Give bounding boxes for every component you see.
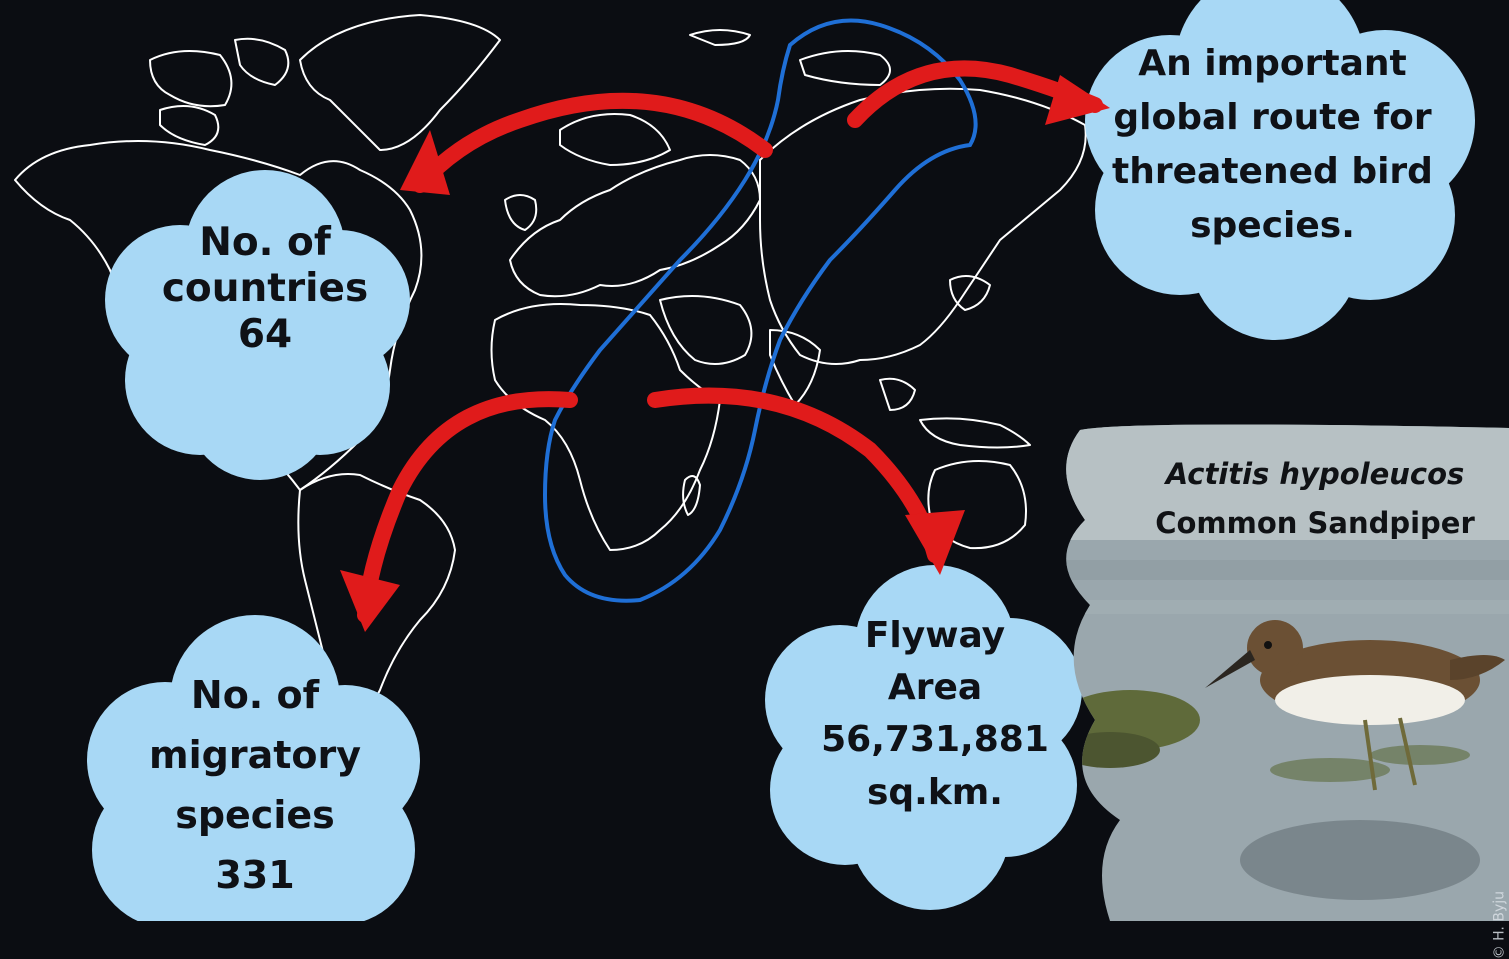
scientific-name: Actitis hypoleucos xyxy=(1165,457,1465,491)
migration-arrows xyxy=(357,60,1103,623)
route-cloud xyxy=(1085,0,1475,340)
route-line3: threatened bird xyxy=(1112,151,1433,192)
route-label: An important global route for threatened… xyxy=(1100,37,1445,253)
area-unit: sq.km. xyxy=(866,771,1003,813)
species-line3: species xyxy=(175,793,335,838)
countries-line1: No. of xyxy=(199,220,331,265)
bird-photo xyxy=(1066,424,1509,921)
species-cloud xyxy=(87,615,420,921)
area-line1: Flyway xyxy=(864,615,1006,656)
species-line1: No. of xyxy=(190,673,320,717)
countries-value: 64 xyxy=(237,312,293,358)
species-line2: migratory xyxy=(149,733,361,778)
arrow-to-south-america xyxy=(357,391,578,623)
route-line2: global route for xyxy=(1113,97,1432,138)
countries-label: No. of countries 64 xyxy=(150,220,380,358)
species-value: 331 xyxy=(215,853,295,898)
route-line4: species. xyxy=(1190,205,1355,246)
countries-line2: countries xyxy=(161,266,369,312)
area-line2: Area xyxy=(887,667,983,709)
arrow-to-americas xyxy=(412,92,773,193)
area-value: 56,731,881 xyxy=(821,719,1049,761)
arrow-heads xyxy=(340,75,1110,632)
countries-cloud xyxy=(105,170,410,480)
flyway-outline xyxy=(542,18,978,603)
area-cloud xyxy=(765,565,1082,910)
route-line1: An important xyxy=(1138,43,1407,84)
infographic-canvas xyxy=(14,0,1509,921)
common-name: Common Sandpiper xyxy=(1155,506,1475,541)
species-label: No. of migratory species 331 xyxy=(135,665,375,905)
area-label: Flyway Area 56,731,881 sq.km. xyxy=(800,610,1070,819)
photo-credit: © H. Byju xyxy=(1491,891,1507,959)
bird-caption: Actitis hypoleucos Common Sandpiper xyxy=(1135,450,1495,549)
